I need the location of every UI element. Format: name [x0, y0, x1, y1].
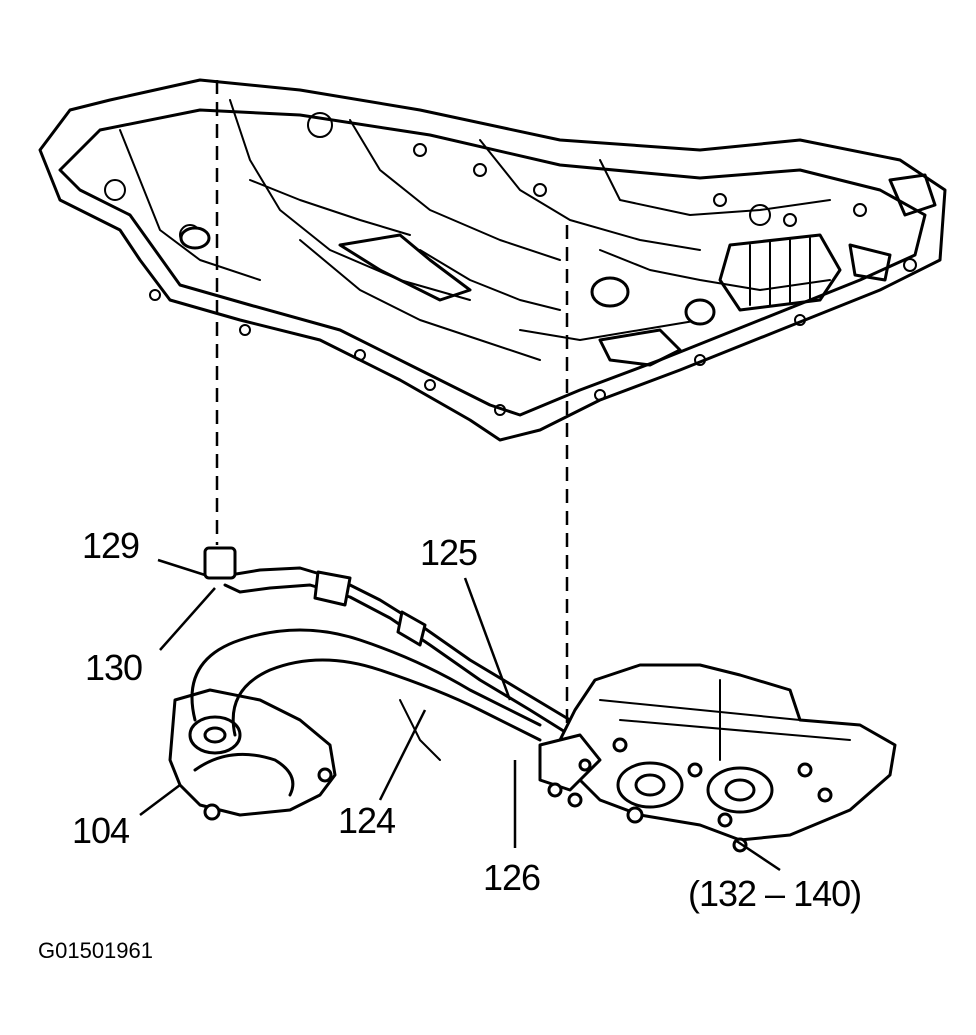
callout-125: 125	[420, 532, 477, 573]
leader-132-140	[734, 838, 781, 872]
oil-pump	[168, 688, 337, 821]
transmission-case	[38, 78, 947, 442]
screen-pipe	[190, 628, 542, 761]
callout-126: 126	[483, 857, 540, 898]
callout-124: 124	[338, 800, 395, 841]
leader-104	[139, 784, 181, 816]
fluid-tube	[203, 546, 572, 737]
leader-125	[463, 577, 512, 701]
leader-129	[157, 558, 206, 577]
callout-132-140: (132 – 140)	[688, 873, 861, 914]
figure-code: G01501961	[38, 938, 153, 963]
callout-129: 129	[82, 525, 139, 566]
callout-104: 104	[72, 810, 129, 851]
valve-body	[538, 663, 897, 853]
callout-130: 130	[85, 647, 142, 688]
leader-124	[378, 709, 427, 801]
leader-130	[159, 587, 216, 651]
